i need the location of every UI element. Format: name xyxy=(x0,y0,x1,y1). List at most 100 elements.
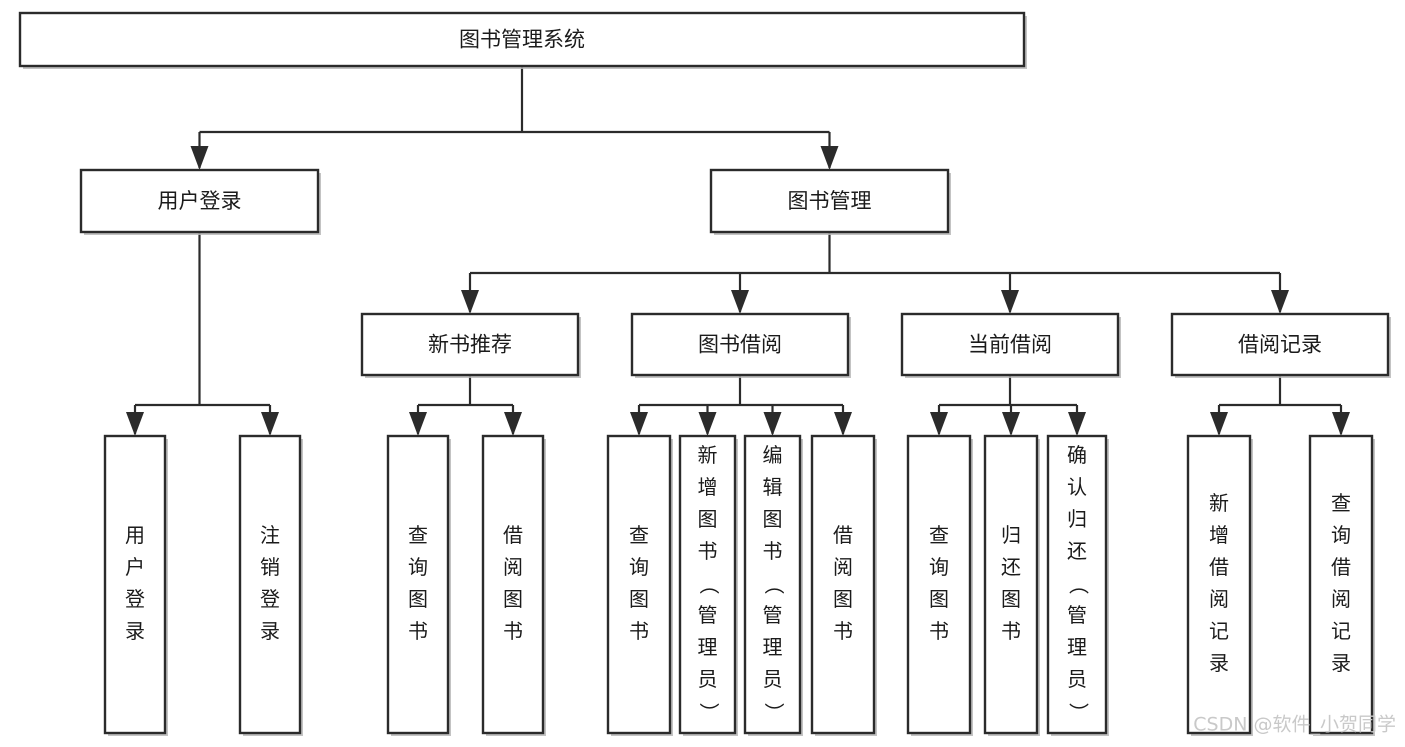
arrow-book-borrow-leaf-2 xyxy=(763,412,782,436)
svg-text:阅: 阅 xyxy=(1209,587,1229,611)
arrow-new-book-recommend-leaf-0 xyxy=(409,412,427,436)
svg-text:理: 理 xyxy=(1067,635,1087,659)
svg-text:辑: 辑 xyxy=(763,475,783,499)
arrow-to-borrow-record xyxy=(1271,290,1289,314)
node-book-management-box[interactable] xyxy=(709,168,950,234)
svg-text:查: 查 xyxy=(1331,491,1351,515)
arrow-current-borrow-leaf-0 xyxy=(930,412,948,436)
svg-text:）: ） xyxy=(1067,703,1091,723)
svg-text:书: 书 xyxy=(698,539,718,563)
leaf-node-leaf-query-book-2-box[interactable] xyxy=(606,434,672,735)
svg-text:增: 增 xyxy=(1209,523,1229,547)
leaf-node-leaf-query-record-box[interactable] xyxy=(1308,434,1374,735)
svg-text:阅: 阅 xyxy=(1331,587,1351,611)
node-new-book-recommend-label: 新书推荐 xyxy=(428,333,512,357)
svg-text:理: 理 xyxy=(763,635,783,659)
svg-text:书: 书 xyxy=(1001,619,1021,643)
arrow-book-borrow-leaf-1 xyxy=(698,412,717,436)
leaf-node-leaf-borrow-book-2-box[interactable] xyxy=(810,434,876,735)
svg-text:户: 户 xyxy=(125,555,145,579)
node-borrow-record-label: 借阅记录 xyxy=(1238,333,1322,357)
leaf-node-leaf-confirm-return-box[interactable] xyxy=(1046,434,1108,735)
leaf-node-leaf-user-login-label: 用户登录 xyxy=(125,523,145,643)
svg-text:记: 记 xyxy=(1209,619,1229,643)
arrow-to-user-login xyxy=(190,146,209,170)
leaf-node-leaf-user-login-box[interactable] xyxy=(103,434,167,735)
leaf-node-leaf-add-record-box[interactable] xyxy=(1186,434,1252,735)
svg-text:图: 图 xyxy=(1001,587,1021,611)
node-current-borrow-box[interactable] xyxy=(900,312,1120,377)
svg-text:确: 确 xyxy=(1067,443,1087,467)
arrow-user-login-leaf-1 xyxy=(261,412,279,436)
node-book-borrow-label: 图书借阅 xyxy=(698,333,782,357)
arrow-borrow-record-leaf-0 xyxy=(1210,412,1228,436)
leaf-node-leaf-query-book-1-box[interactable] xyxy=(386,434,450,735)
node-book-borrow-box[interactable] xyxy=(630,312,850,377)
svg-text:查: 查 xyxy=(629,523,649,547)
svg-text:）: ） xyxy=(697,703,721,723)
svg-text:书: 书 xyxy=(629,619,649,643)
arrow-current-borrow-leaf-2 xyxy=(1068,412,1086,436)
svg-text:询: 询 xyxy=(629,555,649,579)
node-book-management-label: 图书管理 xyxy=(788,189,872,213)
svg-text:（: （ xyxy=(1067,575,1091,595)
leaf-node-leaf-borrow-book-1-box[interactable] xyxy=(481,434,545,735)
svg-text:书: 书 xyxy=(929,619,949,643)
svg-text:编: 编 xyxy=(763,443,783,467)
svg-text:）: ） xyxy=(762,703,786,723)
node-new-book-recommend-box[interactable] xyxy=(360,312,580,377)
arrow-borrow-record-leaf-1 xyxy=(1332,412,1350,436)
svg-text:登: 登 xyxy=(260,587,280,611)
svg-text:借: 借 xyxy=(1209,555,1229,579)
arrow-to-book-borrow xyxy=(731,290,749,314)
svg-text:（: （ xyxy=(762,575,786,595)
svg-text:书: 书 xyxy=(503,619,523,643)
svg-text:员: 员 xyxy=(1067,667,1087,691)
leaf-node-leaf-query-book-3-box[interactable] xyxy=(906,434,972,735)
csdn-watermark: CSDN @软件_小贺同学 xyxy=(1193,714,1396,736)
svg-text:录: 录 xyxy=(125,619,145,643)
svg-text:阅: 阅 xyxy=(833,555,853,579)
svg-text:员: 员 xyxy=(698,667,718,691)
leaf-node-leaf-return-book-box[interactable] xyxy=(983,434,1039,735)
svg-text:借: 借 xyxy=(503,523,523,547)
svg-text:管: 管 xyxy=(698,603,718,627)
leaf-node-leaf-add-book-box[interactable] xyxy=(678,434,737,735)
svg-text:书: 书 xyxy=(833,619,853,643)
svg-text:图: 图 xyxy=(763,507,783,531)
svg-text:管: 管 xyxy=(763,603,783,627)
svg-text:用: 用 xyxy=(125,523,145,547)
node-current-borrow-label: 当前借阅 xyxy=(968,333,1052,357)
svg-text:图: 图 xyxy=(503,587,523,611)
svg-text:员: 员 xyxy=(763,667,783,691)
leaf-node-leaf-edit-book-box[interactable] xyxy=(743,434,802,735)
node-user-login-box[interactable] xyxy=(79,168,320,234)
arrow-user-login-leaf-0 xyxy=(126,412,144,436)
leaf-node-leaf-logout-login-box[interactable] xyxy=(238,434,302,735)
svg-text:询: 询 xyxy=(408,555,428,579)
svg-text:认: 认 xyxy=(1067,475,1087,499)
svg-text:录: 录 xyxy=(1331,651,1351,675)
arrow-book-borrow-leaf-0 xyxy=(630,412,648,436)
root-node-box[interactable] xyxy=(18,11,1026,68)
svg-text:查: 查 xyxy=(929,523,949,547)
svg-text:登: 登 xyxy=(125,587,145,611)
arrow-to-new-book-recommend xyxy=(461,290,479,314)
svg-text:还: 还 xyxy=(1001,555,1021,579)
svg-text:图: 图 xyxy=(408,587,428,611)
svg-text:新: 新 xyxy=(1209,491,1229,515)
root-node-label: 图书管理系统 xyxy=(459,28,585,52)
svg-text:询: 询 xyxy=(1331,523,1351,547)
arrow-to-current-borrow xyxy=(1001,290,1019,314)
node-borrow-record-box[interactable] xyxy=(1170,312,1390,377)
svg-text:归: 归 xyxy=(1001,523,1021,547)
